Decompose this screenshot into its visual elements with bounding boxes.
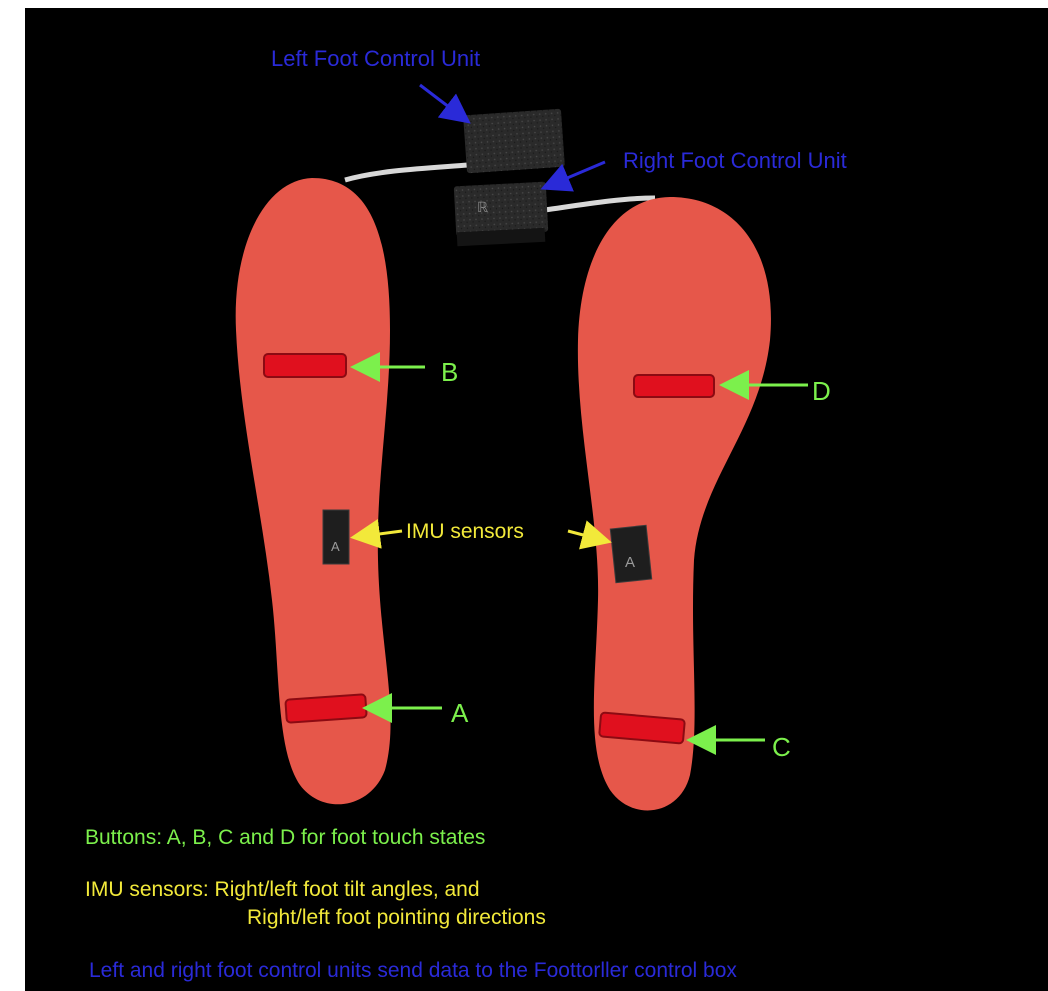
right-foot-control-unit-label: Right Foot Control Unit xyxy=(623,148,847,174)
left-control-unit xyxy=(463,109,565,174)
button-pad-a xyxy=(285,694,366,723)
button-b-label: B xyxy=(441,357,458,388)
left-unit-arrow xyxy=(420,85,466,120)
left-foot-control-unit-label: Left Foot Control Unit xyxy=(271,46,480,72)
right-control-unit-front xyxy=(454,182,548,237)
footer-caption: Left and right foot control units send d… xyxy=(89,959,737,983)
left-unit-cable xyxy=(345,165,468,180)
imu-sensor-left xyxy=(323,510,349,564)
button-d-label: D xyxy=(812,376,831,407)
photo-stage: ℝ A A Left Foot Control Unit Right Foot … xyxy=(25,8,1048,991)
imu-legend-line1: IMU sensors: Right/left foot tilt angles… xyxy=(85,878,480,902)
imu-legend-line2: Right/left foot pointing directions xyxy=(247,906,546,930)
button-pad-d xyxy=(634,375,714,397)
control-unit-logo: ℝ xyxy=(477,200,489,216)
sensor-mark-right: A xyxy=(625,554,635,571)
sensor-mark-left: A xyxy=(331,539,340,554)
button-c-label: C xyxy=(772,732,791,763)
imu-sensors-label: IMU sensors xyxy=(406,520,524,544)
button-pad-b xyxy=(264,354,346,377)
button-a-label: A xyxy=(451,698,468,729)
buttons-legend: Buttons: A, B, C and D for foot touch st… xyxy=(85,826,485,850)
